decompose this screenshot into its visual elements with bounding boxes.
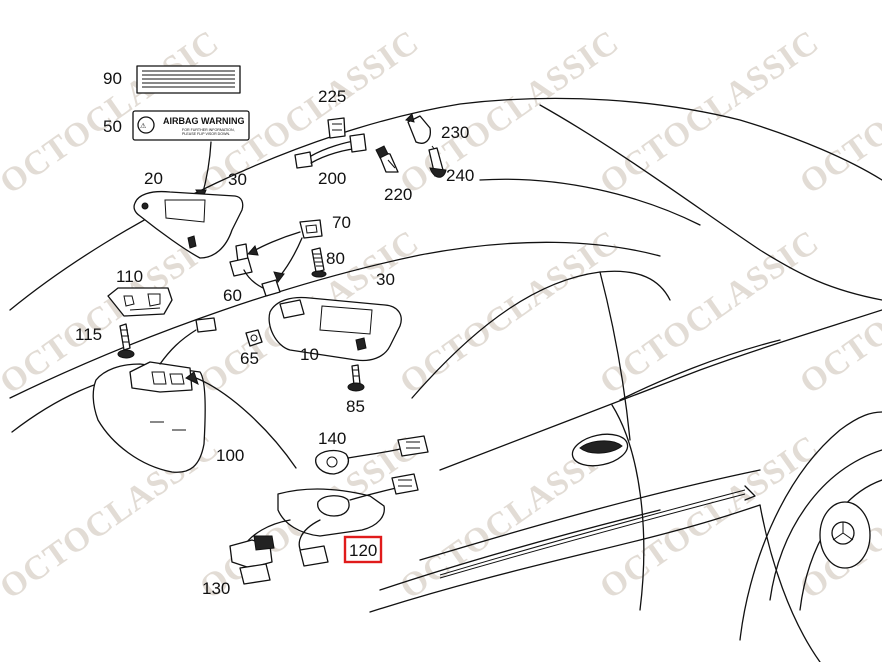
label-part-200: 200 bbox=[318, 169, 346, 188]
warning-label-subtext-line1: FOR FURTHER INFORMATION, bbox=[182, 128, 235, 132]
part-90-placard bbox=[136, 65, 241, 94]
label-part-20: 20 bbox=[144, 169, 163, 188]
label-part-110: 110 bbox=[116, 267, 143, 286]
label-part-120: 120 bbox=[349, 541, 377, 560]
part-20-sun-visor bbox=[133, 190, 244, 259]
label-part-130: 130 bbox=[202, 579, 230, 598]
part-10-sun-visor bbox=[268, 296, 402, 362]
part-220-screw bbox=[375, 145, 399, 173]
part-115-screw bbox=[117, 323, 135, 359]
part-70-clip bbox=[299, 219, 323, 239]
label-part-30-left: 30 bbox=[228, 170, 247, 189]
warning-label-title: AIRBAG WARNING bbox=[163, 116, 245, 126]
part-240-screw bbox=[428, 145, 447, 178]
label-part-115: 115 bbox=[75, 325, 102, 344]
label-part-140: 140 bbox=[318, 429, 346, 448]
watermark: OCTOCLASSIC bbox=[593, 23, 825, 201]
label-part-30-right: 30 bbox=[376, 270, 395, 289]
label-part-80: 80 bbox=[326, 249, 345, 268]
watermark: OCTOCLASSIC bbox=[393, 23, 625, 201]
part-140-reading-lamp bbox=[315, 435, 429, 475]
part-60-lamp-wire bbox=[229, 243, 281, 297]
label-part-10: 10 bbox=[300, 345, 319, 364]
label-part-60: 60 bbox=[223, 286, 242, 305]
label-part-90: 90 bbox=[103, 69, 122, 88]
part-230-plug bbox=[405, 113, 431, 144]
label-part-220: 220 bbox=[384, 185, 412, 204]
part-number-labels: 90 50 20 30 225 200 230 220 240 70 80 60… bbox=[75, 69, 474, 598]
part-80-screw bbox=[311, 247, 327, 278]
label-part-50: 50 bbox=[103, 117, 122, 136]
label-part-70: 70 bbox=[332, 213, 351, 232]
warning-icon: ⚠ bbox=[140, 122, 146, 130]
label-part-230: 230 bbox=[441, 123, 469, 142]
warning-label-subtext-line2: PLEASE FLIP VISOR DOWN. bbox=[182, 132, 230, 136]
label-part-85: 85 bbox=[346, 397, 365, 416]
label-part-225: 225 bbox=[318, 87, 346, 106]
highlight-box-part-120 bbox=[343, 535, 383, 564]
part-85-screw bbox=[347, 364, 365, 392]
part-110-mount-bracket bbox=[107, 287, 173, 317]
watermark: OCTOCLASSIC bbox=[593, 223, 825, 401]
part-50-airbag-warning-label: ⚠ AIRBAG WARNING FOR FURTHER INFORMATION… bbox=[132, 110, 250, 141]
part-225-clip bbox=[327, 117, 346, 139]
label-part-65: 65 bbox=[240, 349, 259, 368]
label-part-240: 240 bbox=[446, 166, 474, 185]
part-130-connector bbox=[229, 535, 275, 585]
watermark: OCTOCLASSIC bbox=[393, 223, 625, 401]
label-part-100: 100 bbox=[216, 446, 244, 465]
part-200-grab-handle bbox=[294, 133, 367, 169]
part-100-overhead-console bbox=[92, 317, 217, 473]
part-65-clip bbox=[245, 329, 263, 347]
